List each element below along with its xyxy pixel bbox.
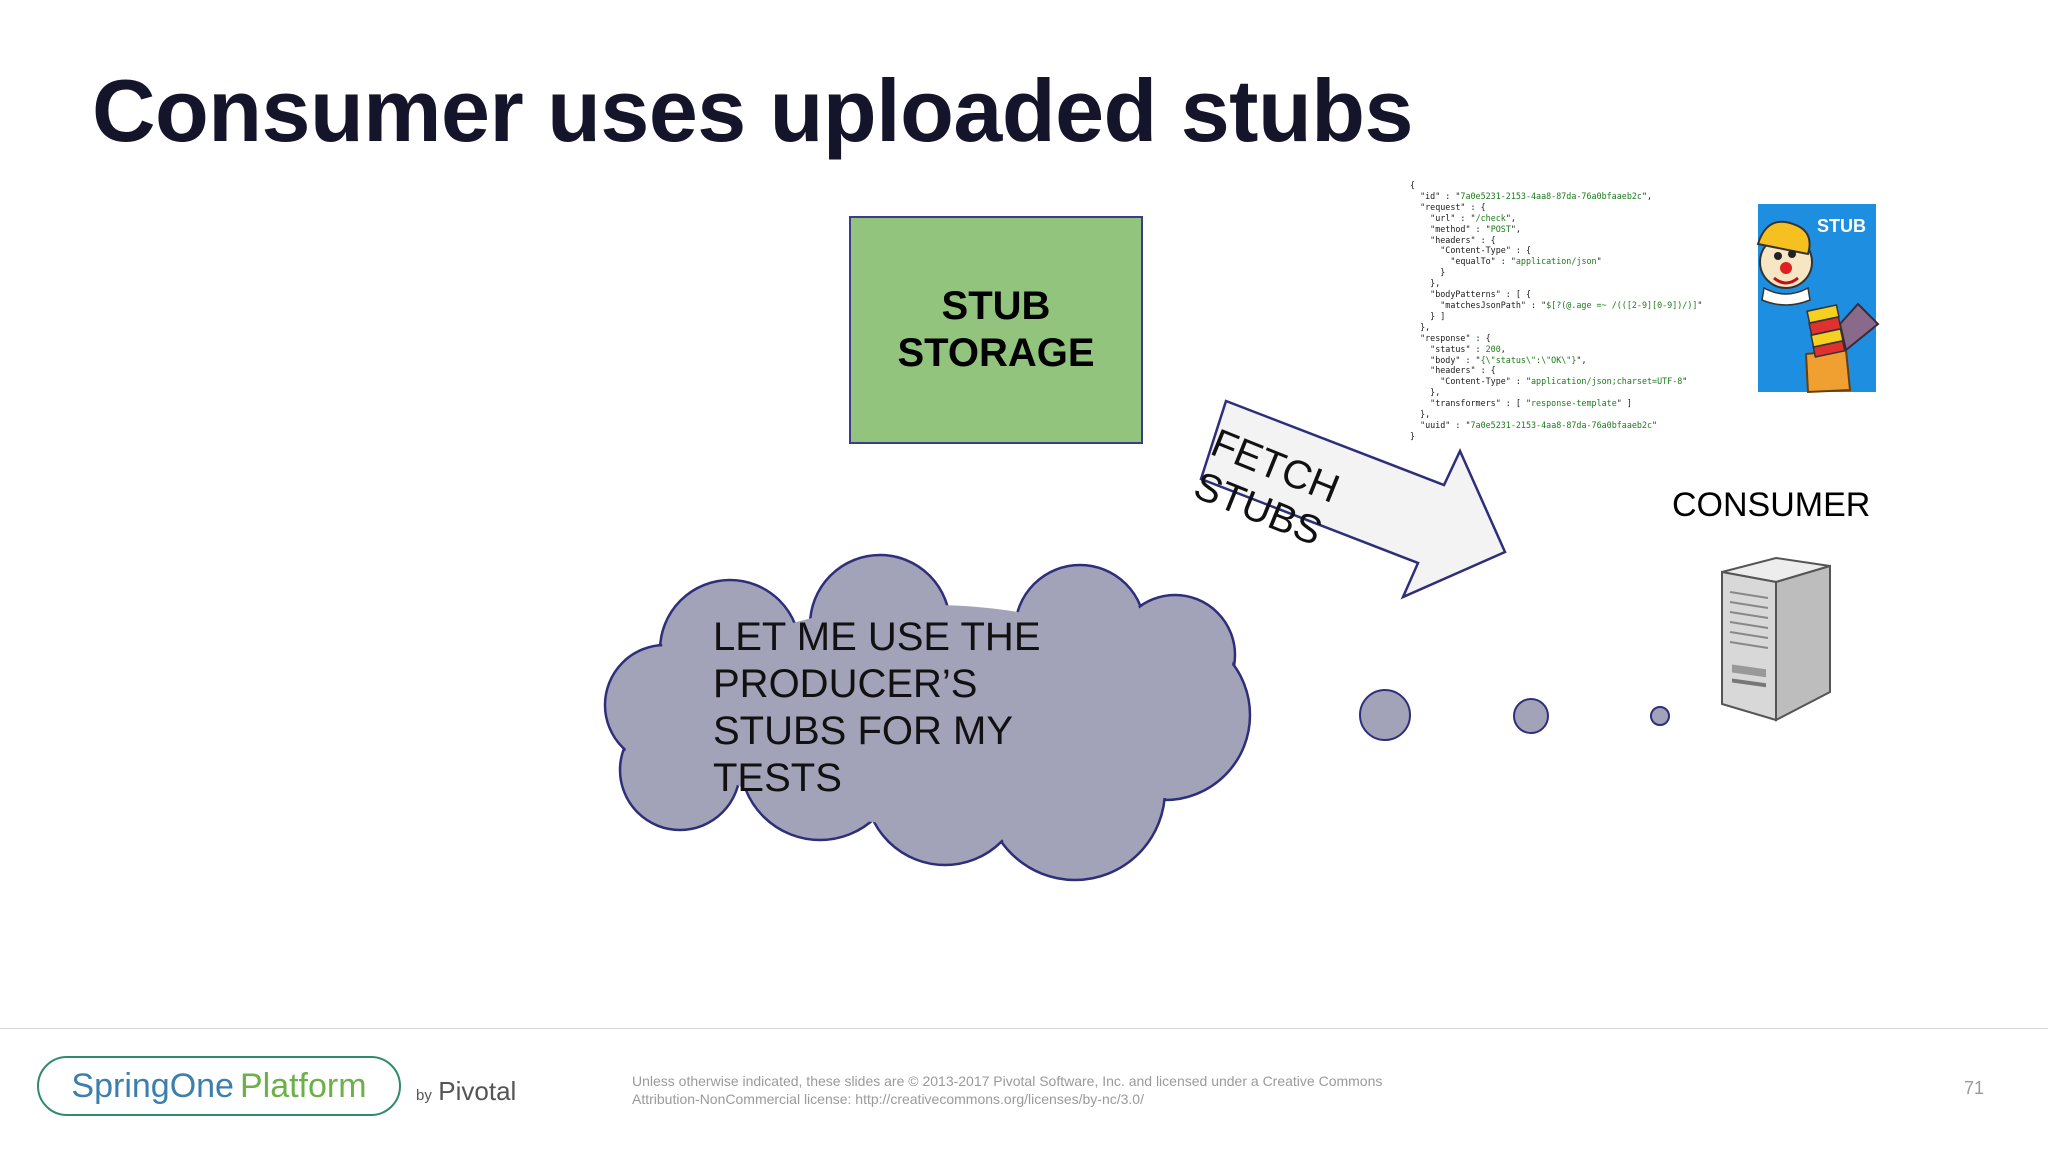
consumer-label: CONSUMER [1672, 486, 1871, 524]
pivotal-label: Pivotal [438, 1076, 517, 1106]
stub-jack-in-the-box-image: STUB [1756, 204, 1880, 394]
server-icon [1721, 556, 1831, 722]
stub-storage-box: STUB STORAGE [849, 216, 1143, 444]
page-number: 71 [1963, 1078, 1984, 1098]
json-response-content-type: application/json;charset=UTF-8 [1531, 376, 1683, 387]
jack-in-the-box-icon [1756, 220, 1880, 394]
json-body-pattern: $[?(@.age =~ /(([2-9][0-9])/)] [1546, 299, 1698, 310]
slide-title: Consumer uses uploaded stubs [92, 61, 1413, 160]
json-header-key: Content-Type [1445, 245, 1506, 256]
copyright-line-1: Unless otherwise indicated, these slides… [632, 1073, 1383, 1089]
fetch-arrow [1199, 399, 1507, 600]
thought-bubble-small [1650, 706, 1670, 726]
json-body: {\"status\":\"OK\"} [1480, 354, 1577, 365]
stub-json-snippet: { "id" : "7a0e5231-2153-4aa8-87da-76a0bf… [1410, 180, 1703, 441]
json-method: POST [1490, 223, 1511, 234]
brand-spring: SpringOne [71, 1066, 234, 1105]
by-label: by [416, 1087, 432, 1104]
stub-card-label: STUB [1817, 216, 1866, 236]
json-id: 7a0e5231-2153-4aa8-87da-76a0bfaaeb2c [1460, 190, 1642, 201]
json-request-content-type: application/json [1515, 256, 1597, 267]
thought-bubble-medium [1513, 698, 1549, 734]
json-url: /check [1475, 212, 1506, 223]
copyright-line-2: Attribution-NonCommercial license: http:… [632, 1091, 1144, 1107]
copyright-notice: Unless otherwise indicated, these slides… [632, 1072, 1452, 1108]
thought-cloud [603, 553, 1252, 882]
pivotal-logo: by Pivotal [416, 1076, 516, 1107]
footer-divider [0, 1028, 2048, 1029]
stub-storage-label: STUB STORAGE [897, 284, 1095, 375]
brand-platform: Platform [239, 1066, 367, 1105]
thought-text: LET ME USE THE PRODUCER’S STUBS FOR MY T… [713, 615, 1041, 800]
json-transformer: response-template [1531, 398, 1617, 409]
json-status: 200 [1485, 343, 1501, 354]
json-uuid: 7a0e5231-2153-4aa8-87da-76a0bfaaeb2c [1470, 419, 1653, 430]
thought-bubble-large [1359, 689, 1411, 741]
